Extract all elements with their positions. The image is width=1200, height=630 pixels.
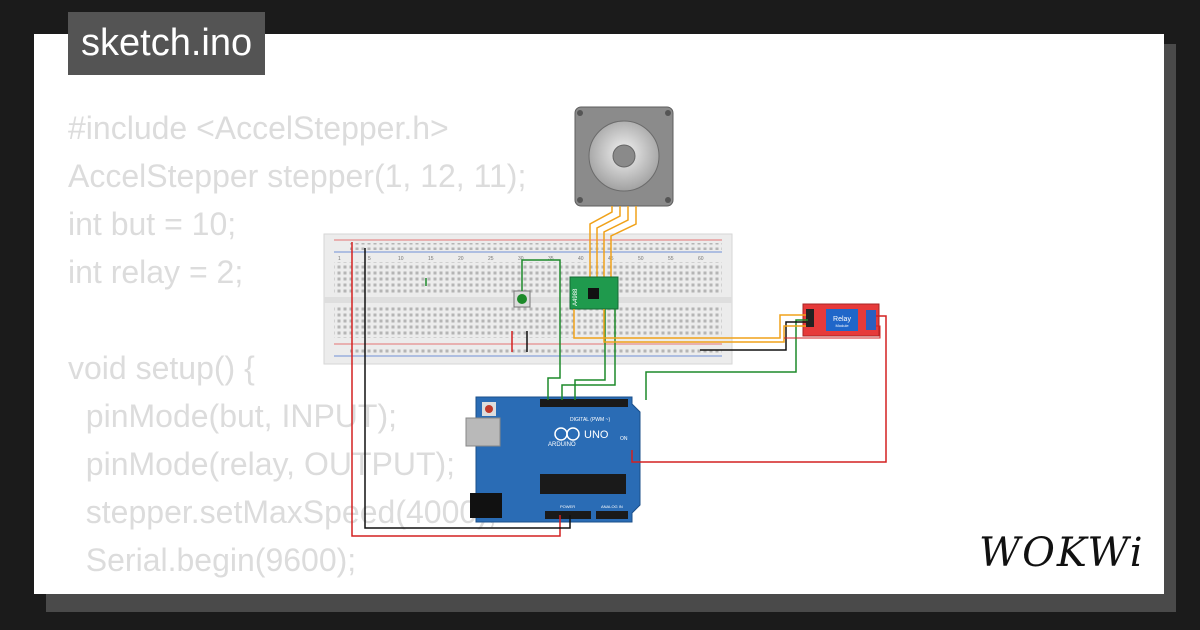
wokwi-logo: WOKWi <box>979 530 1145 576</box>
code-line: pinMode(relay, OUTPUT); <box>68 446 456 482</box>
gnd-wire <box>364 248 571 529</box>
digital-label: DIGITAL (PWM ~) <box>570 417 610 423</box>
analog-label: ANALOG IN <box>601 504 623 509</box>
breadboard-column-number: 25 <box>488 256 494 262</box>
code-line: Serial.begin(9600); <box>68 542 357 578</box>
breadboard-column-number: 20 <box>458 256 464 262</box>
code-line: pinMode(but, INPUT); <box>68 398 397 434</box>
relay-loop-wire <box>784 325 881 339</box>
code-line: void setup() { <box>68 350 255 386</box>
relay-gnd-wire <box>700 321 806 351</box>
breadboard-column-number: 10 <box>398 256 404 262</box>
code-line: int relay = 2; <box>68 254 244 290</box>
code-line: } <box>68 584 526 594</box>
code-line: #include <AccelStepper.h> <box>68 110 449 146</box>
power-jack <box>470 493 502 518</box>
on-label: ON <box>620 436 628 442</box>
breadboard-column-number: 50 <box>638 256 644 262</box>
sketch-filename: sketch.ino <box>68 12 266 75</box>
relay-module[interactable]: Relay Module <box>802 303 880 337</box>
driver-label: A4988 <box>573 288 579 306</box>
arduino-model: UNO <box>584 429 609 441</box>
code-background: #include <AccelStepper.h> AccelStepper st… <box>68 104 526 594</box>
arduino-uno[interactable]: DIGITAL (PWM ~) ARDUINO UNO ON POWER ANA… <box>465 396 641 523</box>
relay-output-wire <box>631 315 887 463</box>
breadboard-column-number: 30 <box>518 256 524 262</box>
relay-signal-wire <box>603 309 806 343</box>
breadboard-column-number: 5 <box>368 256 371 262</box>
relay-vcc-wire <box>573 309 806 339</box>
arduino-brand: ARDUINO <box>548 442 576 448</box>
breadboard-column-number: 35 <box>548 256 554 262</box>
motor-wires <box>589 206 637 278</box>
logo-text: WOKWi <box>979 530 1145 576</box>
a4988-driver[interactable]: A4988 <box>569 276 619 310</box>
push-button[interactable] <box>513 290 531 308</box>
breadboard-column-number: 1 <box>338 256 341 262</box>
relay-label: Relay <box>833 316 851 323</box>
reset-button[interactable] <box>485 405 493 413</box>
breadboard-column-number: 15 <box>428 256 434 262</box>
breadboard-column-number: 55 <box>668 256 674 262</box>
vcc-wire <box>351 242 561 537</box>
code-line: AccelStepper stepper(1, 12, 11); <box>68 158 527 194</box>
power-label: POWER <box>560 504 575 509</box>
code-line: int but = 10; <box>68 206 237 242</box>
code-line: stepper.setMaxSpeed(4000); <box>68 494 497 530</box>
breadboard-column-number: 60 <box>698 256 704 262</box>
breadboard-column-number: 40 <box>578 256 584 262</box>
usb-port <box>465 417 501 447</box>
stepper-motor[interactable] <box>574 106 674 207</box>
signal-wires <box>521 259 808 400</box>
relay-sublabel: Module <box>835 323 849 328</box>
